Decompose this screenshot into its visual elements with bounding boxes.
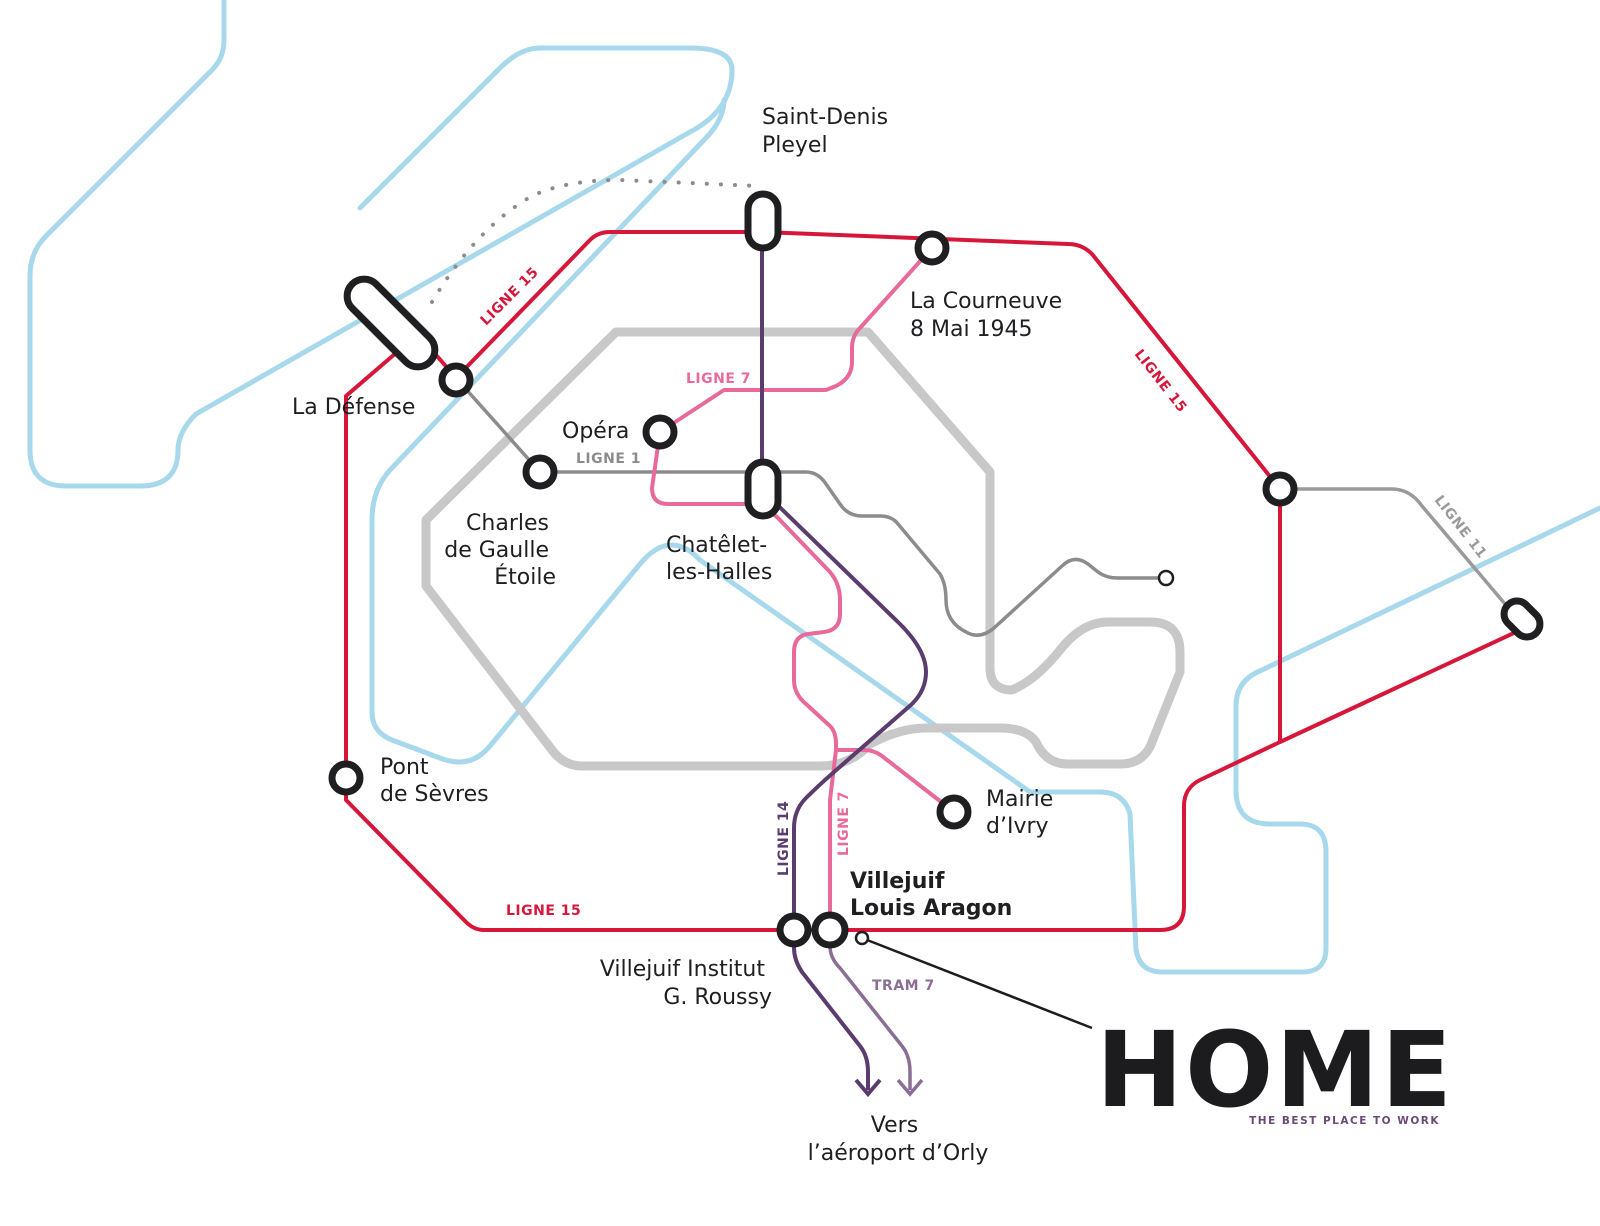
tram7-arrow: [896, 1078, 924, 1097]
seine-upper-arm: [27, 0, 735, 489]
home-connector-line: [861, 936, 1093, 1030]
dotted-connection: [430, 177, 760, 304]
ligne7-track: [650, 246, 956, 928]
ligne1-track: [454, 376, 1164, 637]
station-marker-l1-terminus[interactable]: [1157, 569, 1175, 587]
station-marker-mairie-ivry[interactable]: [936, 794, 972, 830]
label-pont-de-sevres: Pont de Sèvres: [380, 755, 489, 807]
stations: [328, 190, 1546, 949]
label-la-courneuve: La Courneuve 8 Mai 1945: [910, 289, 1069, 342]
label-mairie-ivry: Mairie d’Ivry: [986, 787, 1060, 839]
station-marker-la-defense-l15[interactable]: [438, 362, 474, 398]
ligne15-track: [344, 230, 1517, 932]
line-label-ligne7-top: LIGNE 7: [686, 371, 751, 387]
station-marker-la-courneuve[interactable]: [914, 230, 950, 266]
home-tagline: THE BEST PLACE TO WORK: [1249, 1115, 1440, 1127]
label-villejuif-aragon: Villejuif Louis Aragon: [850, 869, 1012, 921]
station-marker-l11-east[interactable]: [1262, 471, 1298, 507]
station-marker-villejuif-aragon[interactable]: [811, 911, 849, 949]
seine-main: [369, 97, 1600, 975]
station-marker-charles-de-gaulle[interactable]: [522, 454, 558, 490]
station-marker-opera[interactable]: [642, 414, 678, 450]
label-la-defense: La Défense: [292, 395, 415, 420]
line-label-ligne14: LIGNE 14: [776, 801, 792, 876]
ligne14-arrow: [854, 1078, 882, 1098]
line-label-ligne1: LIGNE 1: [576, 451, 641, 467]
home-logo: HOME: [1096, 1009, 1454, 1131]
tram7-track: [828, 930, 912, 1090]
station-marker-chatelet[interactable]: [744, 458, 782, 520]
line-label-ligne15-right: LIGNE 15: [1131, 347, 1190, 416]
station-marker-villejuif-institut[interactable]: [776, 912, 812, 948]
label-orly: Vers l’aéroport d’Orly: [808, 1113, 989, 1166]
station-marker-tram-stop[interactable]: [854, 930, 870, 946]
line-label-ligne7-bottom: LIGNE 7: [836, 791, 852, 856]
ligne14-track: [760, 232, 928, 1090]
ligne11-track: [1280, 487, 1524, 626]
seine-river: [27, 0, 1600, 975]
label-villejuif-institut: Villejuif Institut G. Roussy: [600, 957, 772, 1010]
label-saint-denis: Saint-Denis Pleyel: [762, 105, 895, 158]
station-marker-pont-de-sevres[interactable]: [328, 760, 364, 796]
station-marker-l11-terminus[interactable]: [1499, 596, 1546, 643]
station-marker-la-defense[interactable]: [340, 272, 442, 374]
line-label-tram7: TRAM 7: [872, 978, 935, 994]
label-opera: Opéra: [562, 419, 629, 444]
label-charles-de-gaulle: Charles de Gaulle Étoile: [444, 511, 556, 590]
line-label-ligne15-bottom: LIGNE 15: [506, 903, 581, 919]
label-chatelet: Chatêlet- les-Halles: [666, 533, 774, 585]
station-marker-saint-denis[interactable]: [744, 190, 782, 252]
